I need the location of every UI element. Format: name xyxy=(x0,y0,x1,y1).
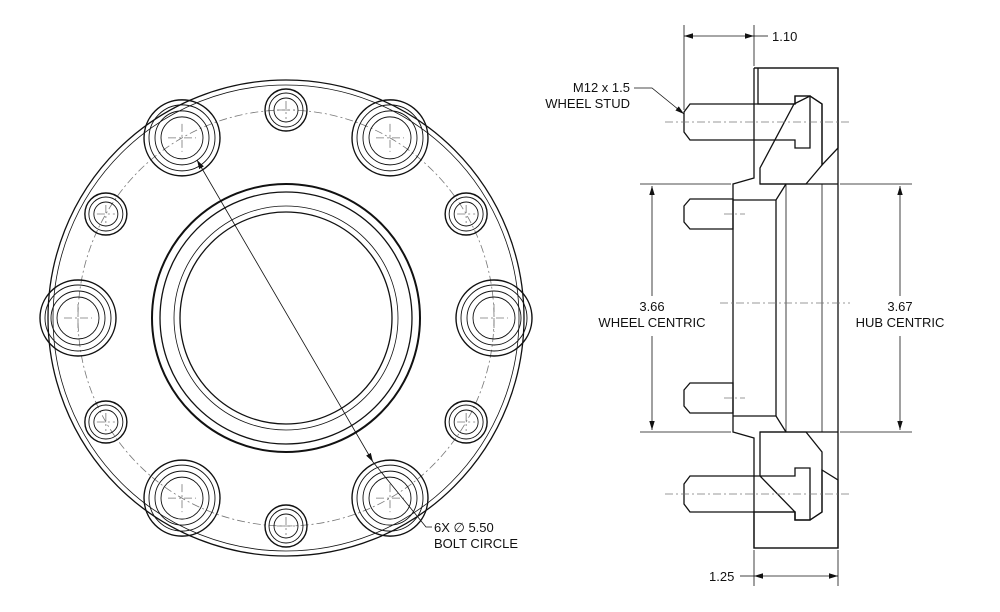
stud-hole xyxy=(455,279,533,357)
wheel-centric-dimension-line xyxy=(640,183,731,433)
hub-bolt-hole xyxy=(264,88,308,132)
top-dimension-value: 1.10 xyxy=(772,29,797,44)
stud-callout-leader xyxy=(634,87,685,115)
hub-bolt-hole xyxy=(264,504,308,548)
hub-bolt-holes xyxy=(84,88,488,548)
hub-centric-bore xyxy=(733,183,823,433)
hub-bolt-hole xyxy=(444,192,488,236)
hub-bolt-hole xyxy=(84,192,128,236)
wheel-centric-dimension-value: 3.66 xyxy=(639,299,664,314)
wheel-stud-lower-mid xyxy=(683,382,734,414)
wheel-stud-bottom xyxy=(683,467,811,521)
hub-bolt-hole xyxy=(84,400,128,444)
hub-bolt-hole xyxy=(444,400,488,444)
bolt-circle-dimension-label: BOLT CIRCLE xyxy=(434,536,518,551)
front-view: 6X ∅ 5.50 BOLT CIRCLE xyxy=(39,79,533,557)
stud-hole xyxy=(39,279,117,357)
bottom-dimension-value: 1.25 xyxy=(709,569,734,584)
wheel-stud-holes xyxy=(39,99,533,537)
stud-hole xyxy=(143,459,221,537)
hub-centric-dimension-line xyxy=(840,183,912,433)
wheel-stud-top xyxy=(683,95,811,149)
top-dimension-line xyxy=(683,25,768,110)
stud-hole xyxy=(143,99,221,177)
spacer-body-outline xyxy=(732,67,839,549)
stud-callout-thread: M12 x 1.5 xyxy=(573,80,630,95)
center-bore xyxy=(151,183,421,453)
side-view: 1.10 1.25 3.66 WHEEL CENTRIC 3.67 HUB CE… xyxy=(545,25,944,586)
wheel-stud-upper-mid xyxy=(683,198,734,230)
hub-centric-dimension-value: 3.67 xyxy=(887,299,912,314)
hub-centric-dimension-label: HUB CENTRIC xyxy=(856,315,945,330)
stud-callout-label: WHEEL STUD xyxy=(545,96,630,111)
wheel-centric-dimension-label: WHEEL CENTRIC xyxy=(598,315,705,330)
bolt-circle-dimension-leader xyxy=(196,159,432,528)
stud-hole xyxy=(351,99,429,177)
bolt-circle-centerline xyxy=(77,109,495,527)
side-centerlines xyxy=(665,121,850,495)
spacer-outer-edge xyxy=(47,79,525,557)
bottom-dimension-line xyxy=(740,550,839,586)
bolt-circle-dimension-value: 6X ∅ 5.50 xyxy=(434,520,494,535)
stud-hole xyxy=(351,459,429,537)
